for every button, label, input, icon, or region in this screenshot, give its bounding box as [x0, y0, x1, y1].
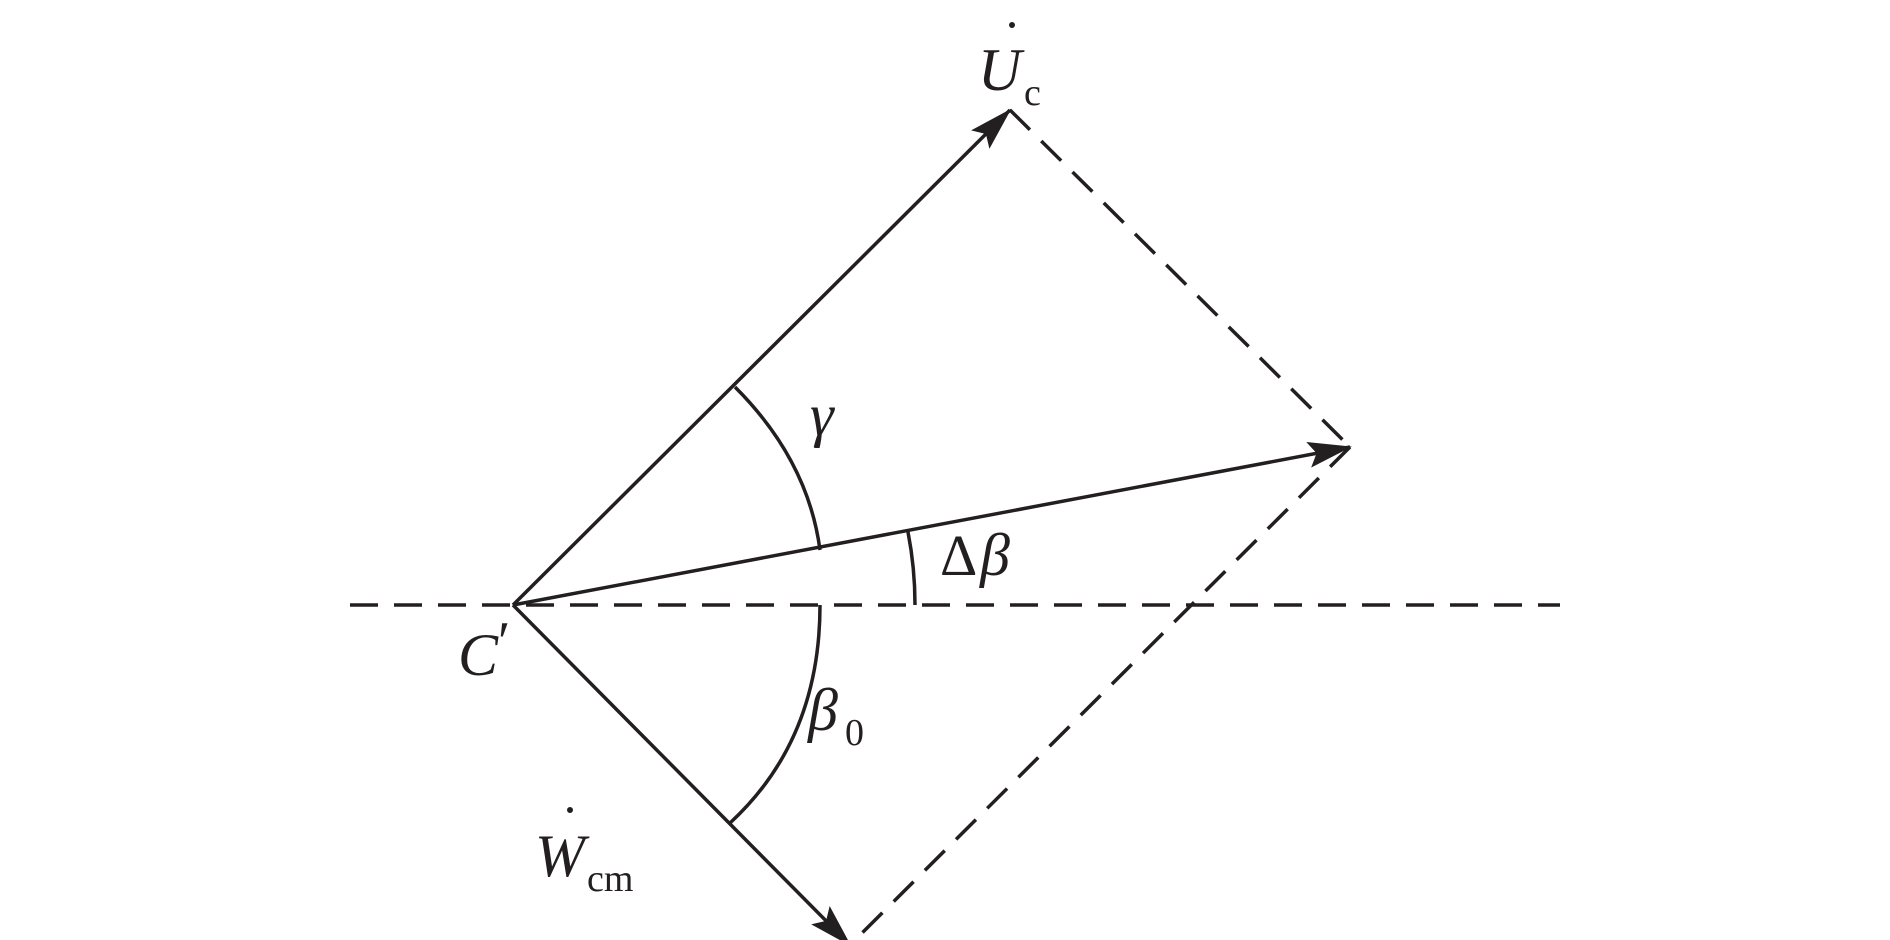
origin-main-text: C — [458, 622, 499, 688]
dashed-side-lower — [852, 445, 1352, 940]
vector-wcm — [511, 603, 852, 940]
arc-beta0 — [728, 604, 822, 825]
delta-symbol-text: Δ — [940, 523, 977, 588]
label-delta-beta: Δ β — [940, 522, 1010, 588]
wcm-dot — [567, 807, 573, 813]
label-gamma: γ — [810, 382, 835, 448]
beta0-main-text: β — [807, 677, 838, 743]
delta-beta-text: β — [979, 522, 1010, 588]
vector-uc — [511, 108, 1012, 607]
uc-main-text: U — [978, 37, 1025, 103]
label-beta0: β 0 — [807, 677, 864, 754]
arc-delta-beta — [906, 531, 917, 606]
wcm-main-text: W — [535, 823, 590, 889]
arc-gamma — [733, 385, 822, 551]
label-wcm: W cm — [535, 807, 633, 900]
origin-prime-text: ′ — [498, 611, 510, 673]
vector-resultant — [512, 442, 1352, 607]
dashed-side-upper — [1008, 108, 1352, 449]
label-origin: C ′ — [458, 611, 510, 688]
wcm-sub-text: cm — [587, 858, 633, 900]
beta0-sub-text: 0 — [845, 712, 864, 754]
uc-dot — [1009, 22, 1015, 28]
label-uc: U c — [978, 22, 1041, 114]
uc-sub-text: c — [1024, 72, 1041, 114]
